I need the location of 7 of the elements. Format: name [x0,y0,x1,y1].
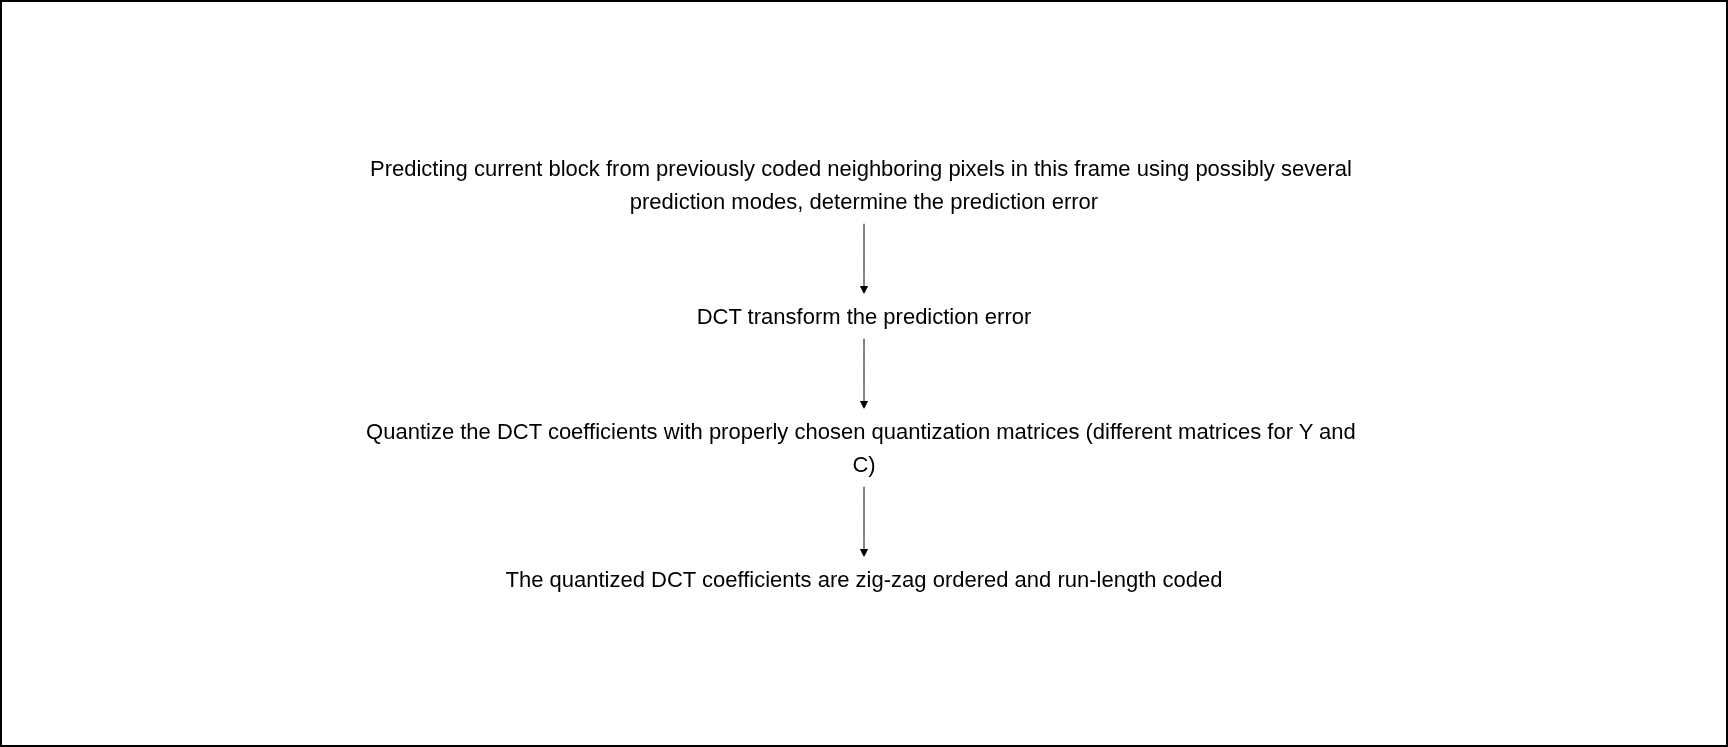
arrow [859,338,869,409]
node-text: Quantize the DCT coefficients with properly chosen quantization matrices (different matrices for Y and C) [366,418,1356,477]
node-text: DCT transform the prediction error [696,303,1032,329]
arrow [859,223,869,294]
node-text: The quantized DCT coefficients are zig-zag ordered and run-length coded [505,566,1223,592]
arrow [859,486,869,557]
node-text: Predicting current block from previously coded neighboring pixels in this frame using possibly several prediction modes, determine the prediction error [369,155,1352,214]
